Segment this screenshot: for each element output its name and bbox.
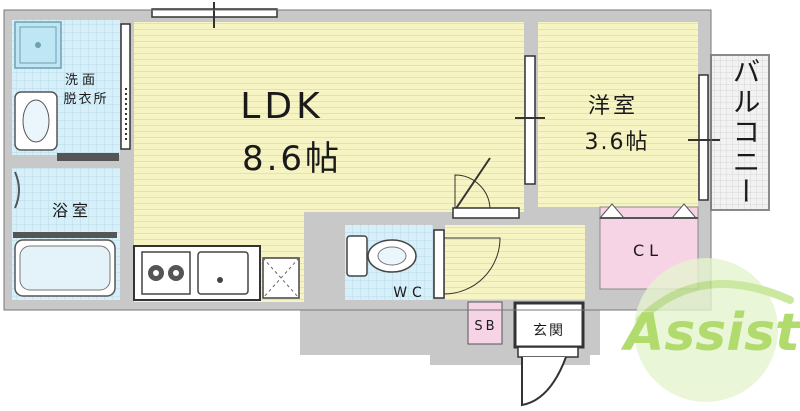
washroom-line2: 脱衣所 bbox=[63, 91, 108, 107]
western-room bbox=[538, 22, 698, 207]
balcony bbox=[710, 54, 770, 211]
closet-label: CL bbox=[633, 241, 663, 260]
door-wc bbox=[433, 229, 501, 299]
window-left bbox=[120, 23, 131, 150]
sink bbox=[197, 251, 249, 295]
bath-label: 浴室 bbox=[52, 201, 92, 220]
bath-door bbox=[13, 232, 117, 238]
hallway bbox=[445, 225, 585, 300]
ldk-name: LDK bbox=[240, 86, 323, 127]
entrance-label: 玄関 bbox=[533, 322, 565, 339]
window-balcony bbox=[698, 74, 709, 201]
door-entrance bbox=[517, 346, 579, 407]
western-name: 洋室 bbox=[588, 94, 638, 119]
western-size: 3.6帖 bbox=[585, 130, 650, 155]
balcony-label: バルコニー bbox=[729, 57, 762, 207]
partition-door bbox=[524, 55, 536, 185]
logo-text: Assist bbox=[620, 303, 800, 363]
shoebox-label: SB bbox=[474, 319, 497, 334]
shoe-box bbox=[467, 301, 503, 345]
toilet-label: WC bbox=[393, 285, 427, 301]
door-ldk bbox=[452, 157, 520, 219]
assist-logo: Assist bbox=[620, 258, 800, 402]
ldk-size: 8.6帖 bbox=[242, 139, 342, 179]
washroom-line1: 洗面 bbox=[65, 73, 99, 88]
toilet-tank bbox=[346, 235, 368, 277]
ldk-room bbox=[134, 22, 524, 212]
wash-door bbox=[57, 153, 119, 161]
